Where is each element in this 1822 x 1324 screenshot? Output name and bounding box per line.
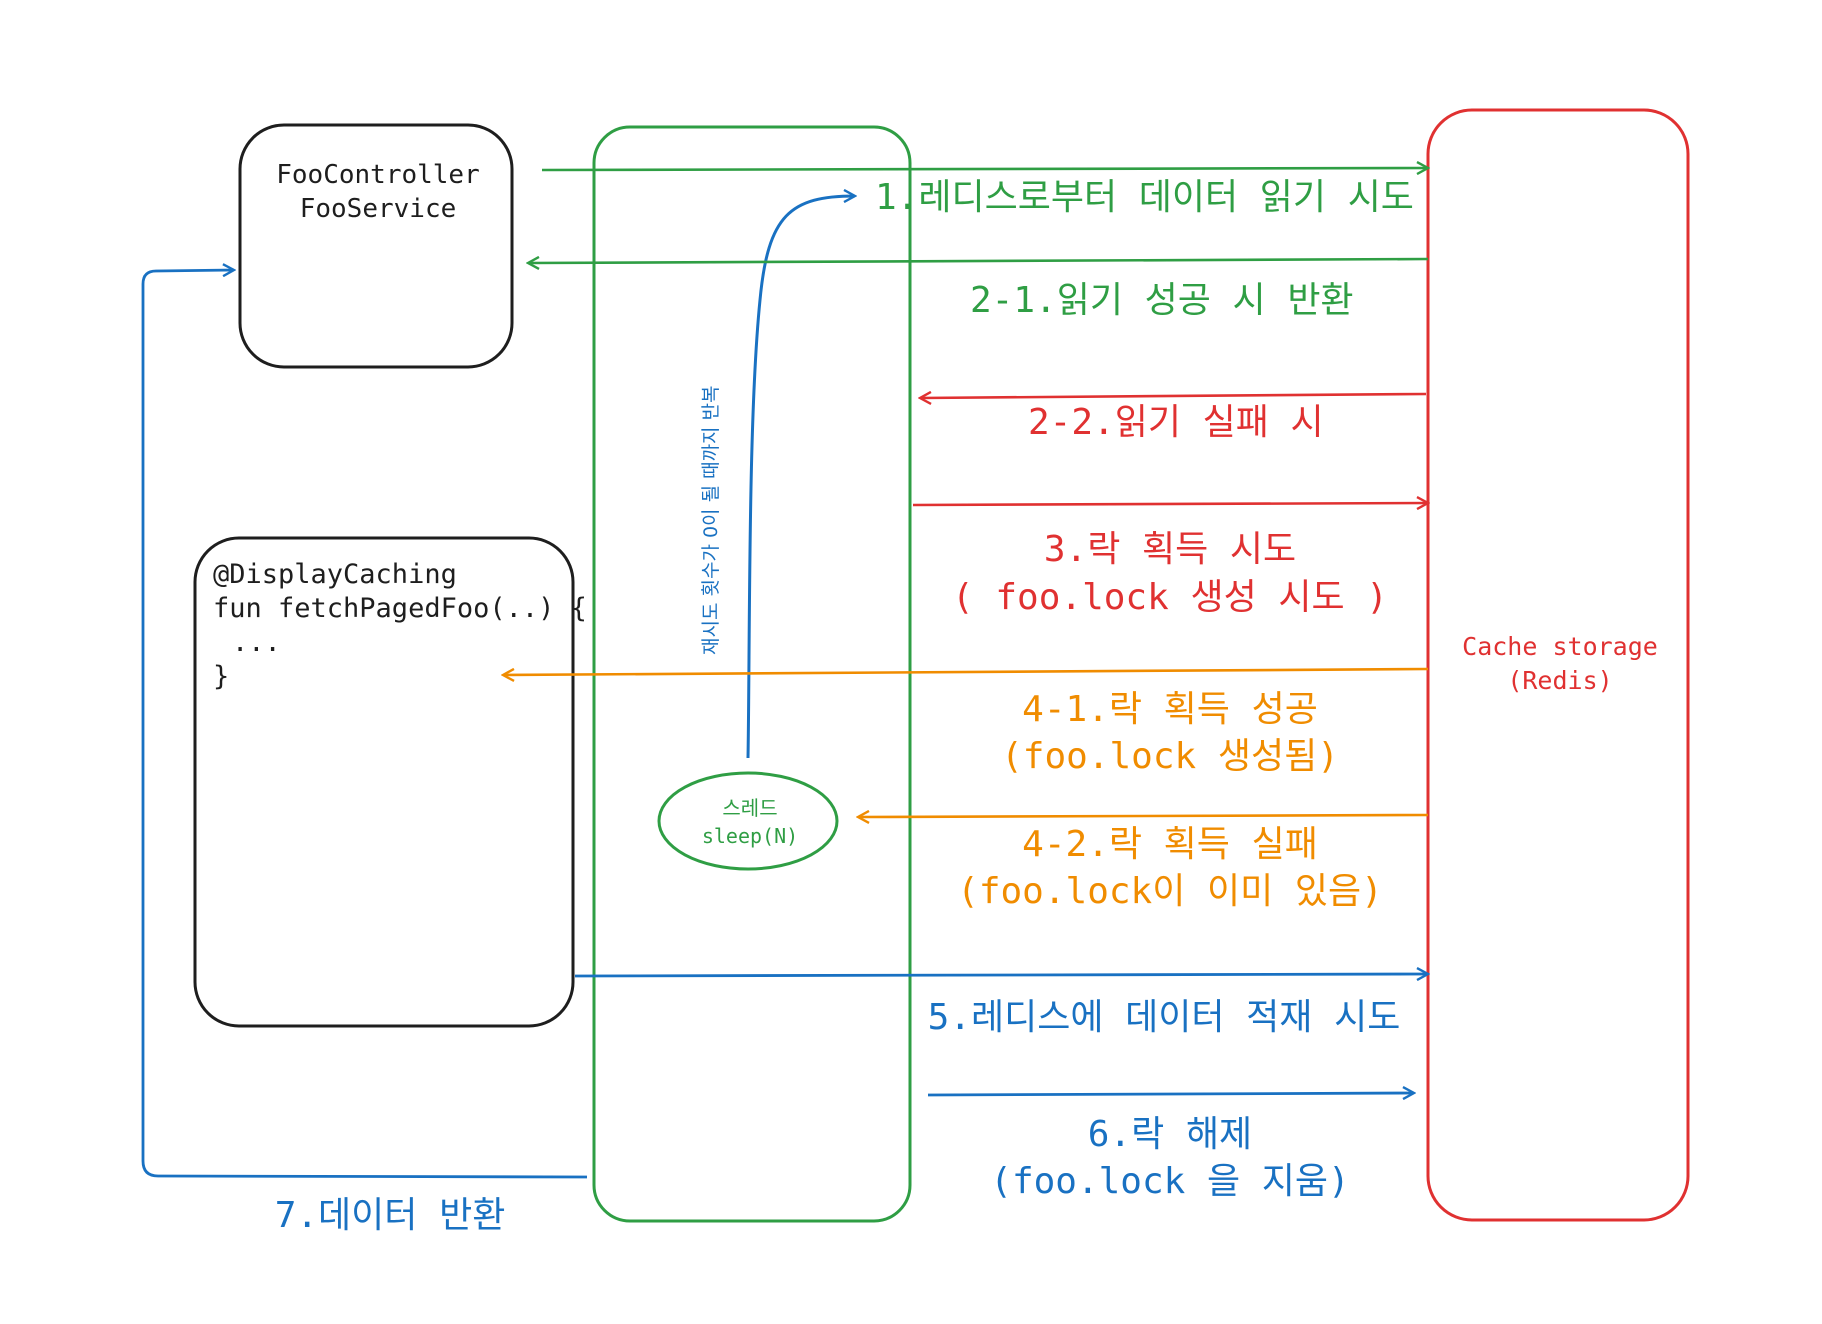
controller-box xyxy=(238,123,514,369)
step6-label: 6.락 해제 xyxy=(1088,1114,1252,1155)
arrow-step3-lock xyxy=(912,503,1428,505)
controller-label: FooController xyxy=(276,160,480,190)
arrow-step4-2-fail xyxy=(858,815,1429,817)
annotation-line: @DisplayCaching xyxy=(213,559,457,590)
step2-1-label: 2-1.읽기 성공 시 반환 xyxy=(970,280,1354,321)
code-box xyxy=(193,536,575,1028)
step1-label: 1.레디스로부터 데이터 읽기 시도 xyxy=(875,177,1414,218)
thread-sleep-ellipse xyxy=(657,771,839,871)
step6-sub-label: (foo.lock 을 지움) xyxy=(990,1161,1349,1202)
function-signature: fun fetchPagedFoo(..) { xyxy=(213,593,587,624)
retry-loop-arrow xyxy=(746,196,855,759)
step4-1-label: 4-1.락 획득 성공 xyxy=(1022,689,1318,730)
retry-note: 재시도 횟수가 0이 될 때까지 반복 xyxy=(700,385,722,655)
cache-storage-label: Cache storage xyxy=(1462,632,1658,661)
step4-1-sub-label: (foo.lock 생성됨) xyxy=(1001,736,1339,777)
step2-2-label: 2-2.읽기 실패 시 xyxy=(1028,402,1324,443)
cache-storage-box xyxy=(1426,108,1690,1222)
function-body-ellipsis: ... xyxy=(232,627,281,658)
thread-label: 스레드 xyxy=(722,796,777,820)
step7-label: 7.데이터 반환 xyxy=(275,1195,506,1236)
sleep-label: sleep(N) xyxy=(702,824,798,848)
step3-sub-label: ( foo.lock 생성 시도 ) xyxy=(952,577,1388,618)
step3-label: 3.락 획득 시도 xyxy=(1044,529,1296,570)
redis-label: (Redis) xyxy=(1507,666,1612,695)
arrow-step6-unlock xyxy=(927,1093,1414,1095)
arrow-step1-read xyxy=(541,168,1428,170)
service-label: FooService xyxy=(300,194,457,224)
step4-2-sub-label: (foo.lock이 이미 있음) xyxy=(957,871,1383,912)
arrow-step4-1-success xyxy=(503,667,1429,675)
step4-2-label: 4-2.락 획득 실패 xyxy=(1022,824,1318,865)
step5-label: 5.레디스에 데이터 적재 시도 xyxy=(928,997,1401,1038)
arrow-step5-store xyxy=(574,974,1428,976)
arrow-step2-2-fail xyxy=(920,394,1427,398)
function-closing-brace: } xyxy=(213,661,229,692)
arrow-step7-return xyxy=(141,270,588,1179)
arrow-step2-1-return xyxy=(528,259,1429,263)
